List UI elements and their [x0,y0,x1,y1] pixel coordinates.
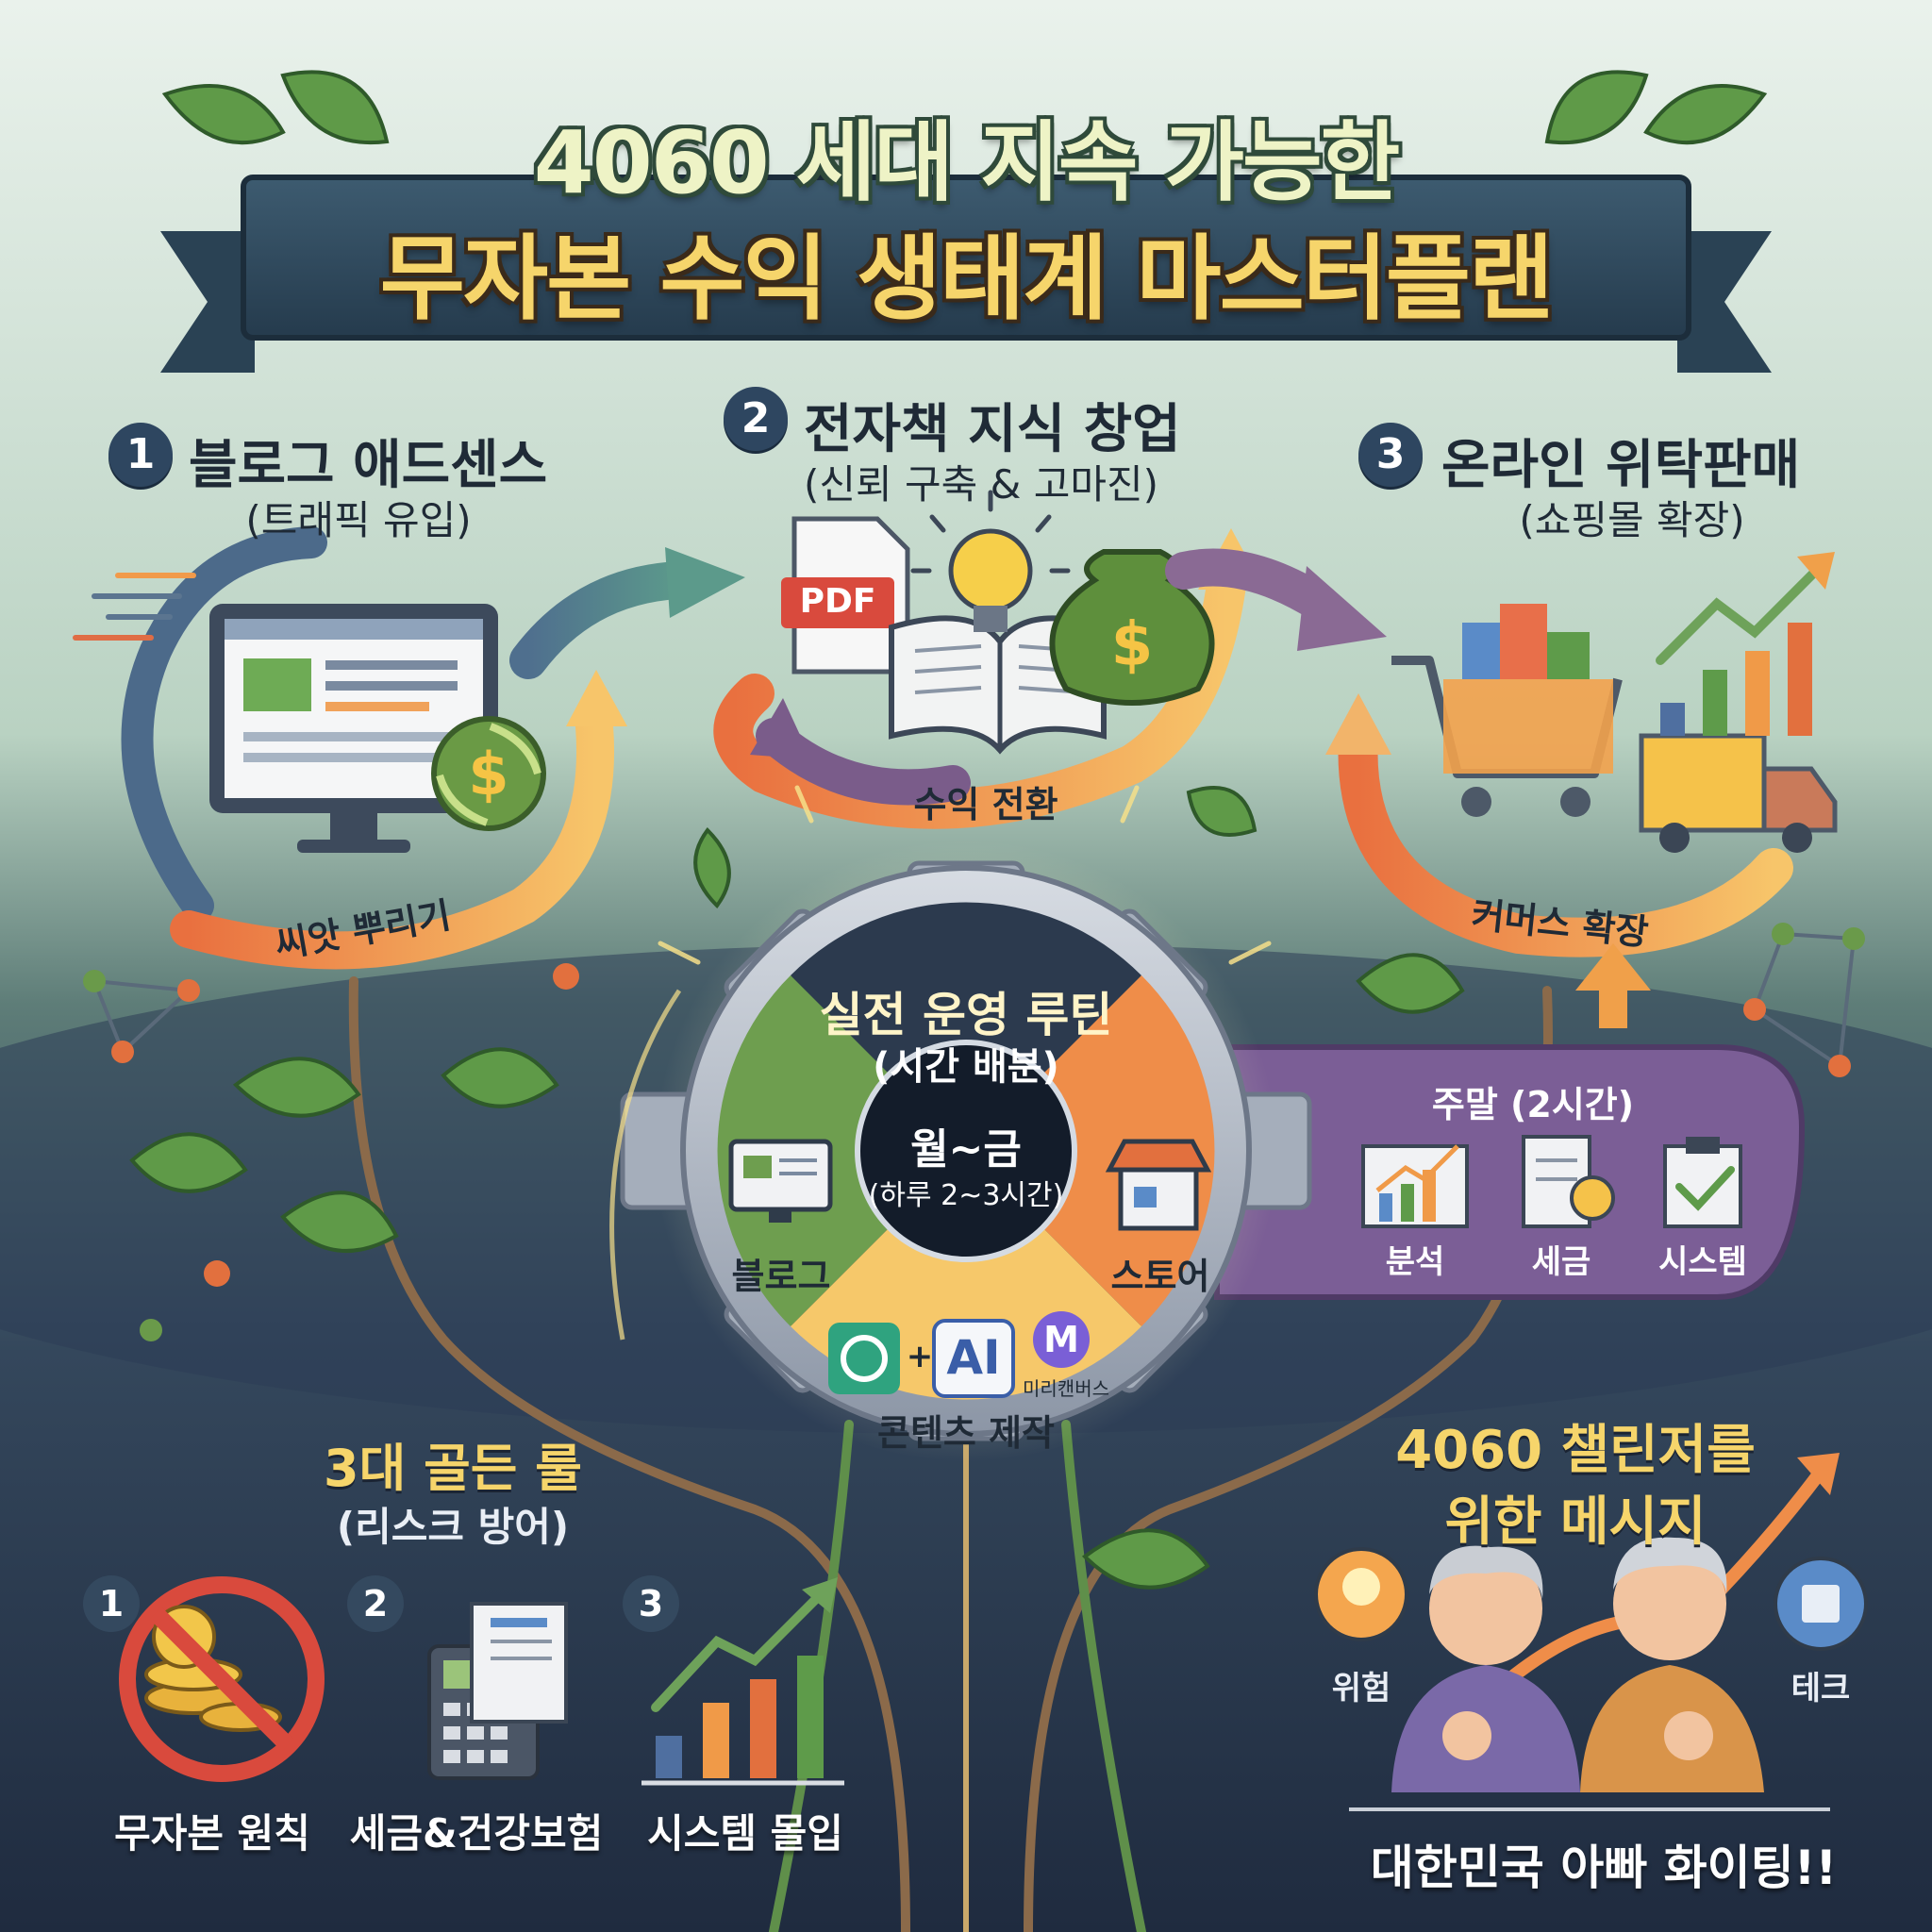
stage-1-subtitle: (트래픽 유입) [245,497,472,543]
stage-3-illustration [1325,552,1838,958]
routine-center-title: 월~금 [910,1125,1022,1174]
growth-chart-icon [641,1577,844,1786]
documents-icon [470,1602,568,1724]
routine-title: 실전 운영 루틴 [819,988,1113,1042]
monitor-icon [209,604,498,853]
stage-3-subtitle: (쇼핑몰 확장) [1519,497,1745,543]
money-bag-icon: $ [1049,549,1215,706]
tech-icon-label: 테크 [1790,1670,1851,1707]
stage-2-number: 2 [724,387,788,451]
stage-3-title: 온라인 위탁판매 [1441,435,1801,496]
chatgpt-icon [828,1323,900,1394]
segment-content-label: 콘텐츠 제작 [876,1412,1056,1454]
pdf-document-icon [781,516,910,675]
lightbulb-icon [910,490,1071,632]
shopping-cart-icon [1391,604,1623,817]
arrow-1-to-2-head [665,547,745,618]
light-rays [658,785,1272,965]
speed-lines [73,573,196,641]
golden-rules-subtitle: (리스크 방어) [336,1504,570,1550]
rule-2-number: 2 [347,1575,404,1632]
weekend-item-system: 시스템 [1658,1243,1747,1281]
network-dots [83,923,1865,1341]
stage-2-subtitle: (신뢰 구축 & 고마진) [803,461,1159,508]
weekend-panel [1214,943,1806,1300]
bar-chart-icon [1656,552,1835,736]
rule-2-label: 세금&건강보험 [349,1810,604,1857]
weekend-analysis-icon [1361,1144,1469,1228]
rule-3-label: 시스템 몰입 [647,1810,843,1857]
routine-center-subtitle: (하루 2~3시간) [868,1179,1064,1212]
svg-text:$: $ [1111,610,1154,680]
truck-icon [1639,733,1838,853]
network-nodes [92,932,1856,1068]
message-illustration [1314,1453,1868,1811]
miricanvas-logo: M [1043,1319,1079,1360]
stage-2-title: 전자책 지식 창업 [804,399,1181,460]
stage-1-title: 블로그 애드센스 [189,435,548,496]
father-left [1391,1545,1580,1792]
stage-3-number: 3 [1358,423,1423,487]
rule-1-label: 무자본 원칙 [114,1810,310,1857]
segment-store-label: 스토어 [1110,1256,1210,1297]
arrow-2-to-3-head [1297,566,1387,651]
miricanvas-icon [1033,1311,1090,1368]
rule-1-number: 1 [83,1575,140,1632]
store-segment-icon [1105,1139,1212,1231]
weekend-item-analysis: 분석 [1385,1243,1445,1281]
glow-arrow [609,989,682,1341]
title-line-1: 4060 세대 지속 가능한 [533,112,1401,213]
message-title-line-2: 위한 메시지 [1444,1491,1707,1553]
no-coins-icon [119,1576,325,1782]
chip-icon [1774,1557,1868,1651]
arrow-1-to-2 [509,561,698,679]
father-right [1580,1537,1764,1792]
golden-rules-title: 3대 골든 룰 [324,1439,582,1498]
dollar-icon: $ [431,716,546,831]
leaf-icon [161,70,1768,145]
blog-segment-icon [728,1139,833,1223]
message-footer: 대한민국 아빠 화이팅!! [1370,1840,1838,1895]
miricanvas-name: 미리캔버스 [1023,1377,1109,1400]
risk-icon-label: 위험 [1331,1670,1391,1707]
rule-3-number: 3 [623,1575,679,1632]
routine-subtitle: (시간 배분) [873,1045,1059,1089]
plus-sign: + [906,1338,934,1375]
ai-logo-icon [932,1319,1015,1398]
title-banner [160,175,1772,373]
stage-2-illustration: $ [713,490,1264,829]
weekend-item-tax: 세금 [1531,1243,1591,1281]
pdf-badge: PDF [799,582,876,621]
weekend-title: 주말 (2시간) [1431,1084,1635,1125]
svg-text:$: $ [468,740,508,808]
segment-blog-label: 블로그 [731,1256,831,1297]
weekend-system-icon [1663,1137,1742,1228]
ai-badge: AI [946,1330,1001,1385]
title-line-2: 무자본 수익 생태계 마스터플랜 [379,225,1554,333]
lightbulb-icon [1314,1547,1408,1641]
weekend-tax-icon [1522,1135,1615,1228]
stage-1-number: 1 [108,423,173,487]
stage-1-illustration: $ [73,526,627,970]
stage-2-arrow-label: 수익 전환 [913,784,1058,825]
message-title-line-1: 4060 챌린저를 [1395,1420,1756,1481]
